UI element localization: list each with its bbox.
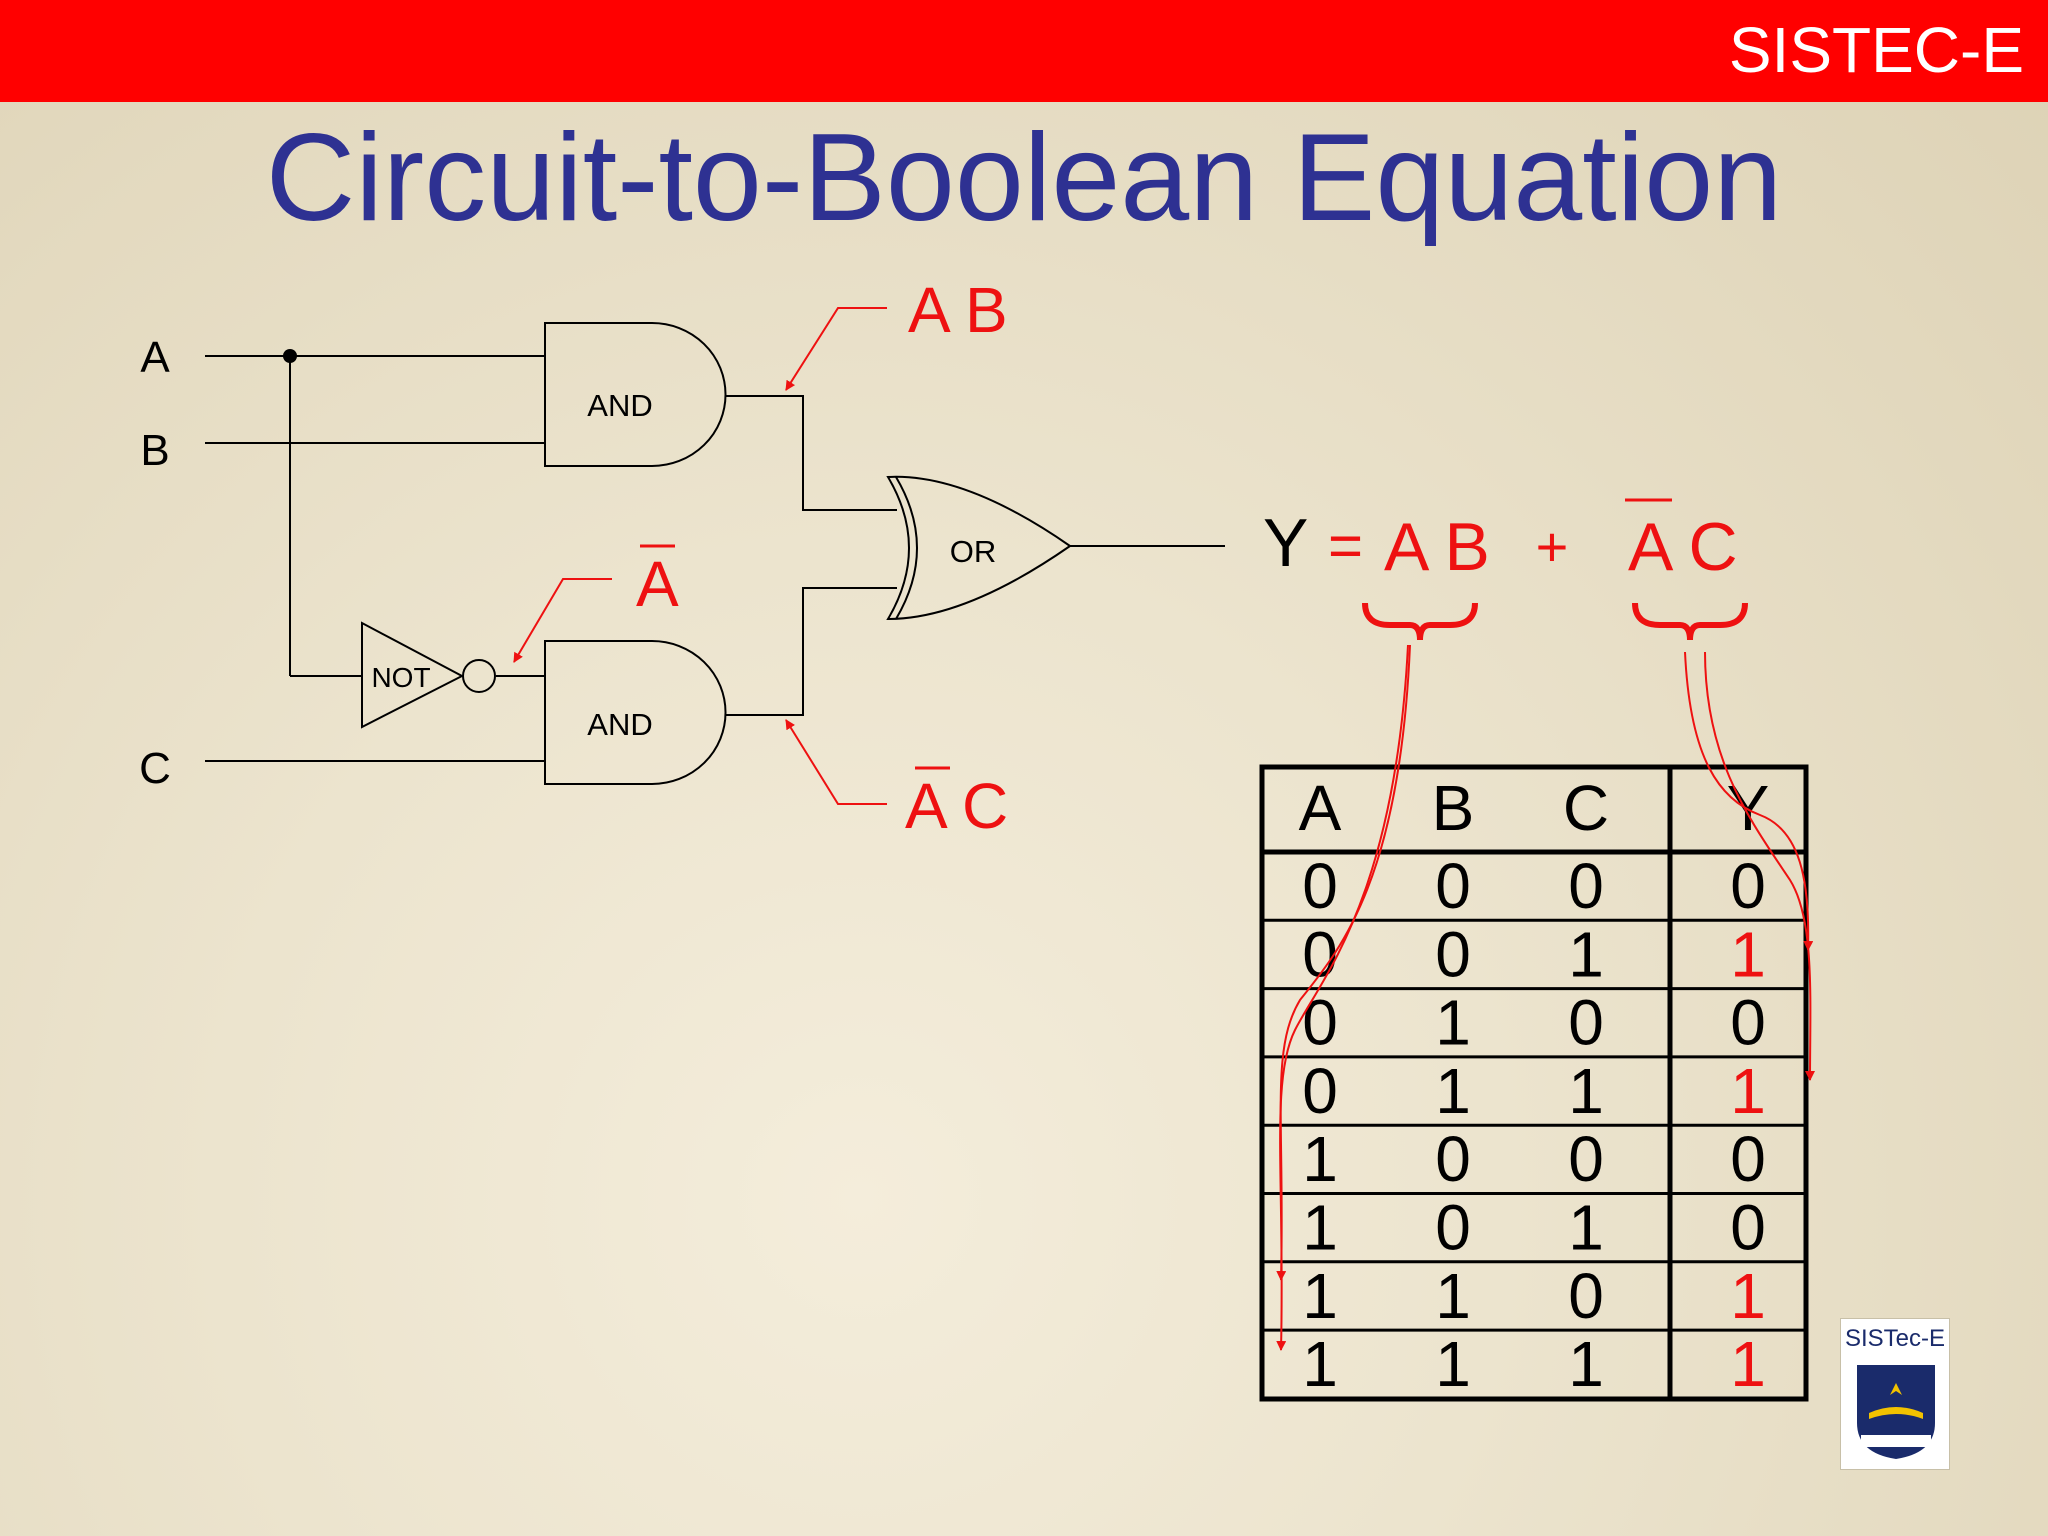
equation-term-ab: A B (1384, 509, 1490, 585)
table-cell: 1 (1730, 1260, 1766, 1332)
table-cell: 0 (1568, 1123, 1604, 1195)
table-cell: 0 (1568, 850, 1604, 922)
table-header-c: C (1563, 772, 1609, 844)
equation-term-abarc: A C (1628, 509, 1738, 585)
table-cell: 0 (1435, 850, 1471, 922)
table-cell: 1 (1435, 1260, 1471, 1332)
not-gate-label: NOT (371, 662, 430, 693)
equation-y: Y (1263, 505, 1308, 581)
equation-equals: = (1328, 512, 1363, 579)
not-gate (361, 621, 465, 729)
table-cell: 1 (1568, 1055, 1604, 1127)
table-cell: 0 (1568, 987, 1604, 1059)
table-cell: 0 (1302, 987, 1338, 1059)
and-gate-top (544, 322, 727, 467)
table-cell: 0 (1730, 850, 1766, 922)
mapping-arrow-ab-1 (1276, 644, 1411, 1281)
table-cell: 1 (1435, 1055, 1471, 1127)
brace-term-abarc (1632, 602, 1748, 641)
equation-plus: + (1536, 515, 1569, 578)
table-cell: 1 (1302, 1192, 1338, 1264)
input-label-c: C (139, 744, 171, 793)
table-cell: 1 (1730, 1328, 1766, 1400)
annotation-ab: A B (908, 274, 1008, 346)
header-bar: SISTEC-E (0, 0, 2048, 102)
table-cell: 1 (1568, 1192, 1604, 1264)
table-cell: 0 (1730, 1192, 1766, 1264)
table-cell: 1 (1435, 987, 1471, 1059)
table-cell: 1 (1568, 918, 1604, 990)
table-cell: 0 (1568, 1260, 1604, 1332)
table-cell: 0 (1730, 1123, 1766, 1195)
table-cell: 1 (1730, 918, 1766, 990)
brace-term-ab (1362, 602, 1478, 641)
table-cell: 1 (1302, 1328, 1338, 1400)
table-cell: 0 (1435, 918, 1471, 990)
table-cell: 1 (1302, 1123, 1338, 1195)
table-cell: 0 (1302, 1055, 1338, 1127)
table-cell: 0 (1302, 850, 1338, 922)
and-gate-bottom (544, 640, 727, 785)
table-cell: 1 (1302, 1260, 1338, 1332)
annotation-abarc: A C (905, 770, 1008, 842)
annotation-abar: A (636, 548, 679, 620)
table-cell: 1 (1730, 1055, 1766, 1127)
table-cell: 0 (1730, 987, 1766, 1059)
institution-logo: SISTec-E (1840, 1318, 1950, 1470)
logo-text: SISTec-E (1844, 1325, 1946, 1352)
brand-name: SISTEC-E (1728, 14, 2024, 86)
table-cell: 1 (1568, 1328, 1604, 1400)
mapping-arrow-abarc-1 (1684, 651, 1814, 951)
table-header-b: B (1432, 772, 1475, 844)
annotation-arrow-abarc (785, 719, 887, 805)
or-gate (886, 475, 1072, 621)
table-cell: 0 (1435, 1123, 1471, 1195)
annotation-arrow-abar (513, 578, 612, 663)
and-gate-bottom-label: AND (587, 707, 652, 742)
circuit-wires (205, 355, 1225, 762)
slide-title: Circuit-to-Boolean Equation (265, 109, 1783, 247)
input-label-b: B (140, 426, 169, 475)
junction-dot (283, 349, 297, 363)
not-gate-bubble (462, 659, 496, 693)
table-cell: 0 (1435, 1192, 1471, 1264)
shield-icon (1857, 1365, 1935, 1459)
mapping-arrow-ab-2 (1276, 644, 1409, 1351)
annotation-arrow-ab (785, 307, 887, 391)
or-gate-label: OR (950, 534, 997, 569)
table-cell: 1 (1435, 1328, 1471, 1400)
and-gate-top-label: AND (587, 388, 652, 423)
table-cell: 0 (1302, 918, 1338, 990)
table-header-y: Y (1727, 772, 1770, 844)
mapping-arrow-abarc-2 (1704, 651, 1816, 1081)
table-header-a: A (1299, 772, 1342, 844)
input-label-a: A (140, 333, 170, 382)
